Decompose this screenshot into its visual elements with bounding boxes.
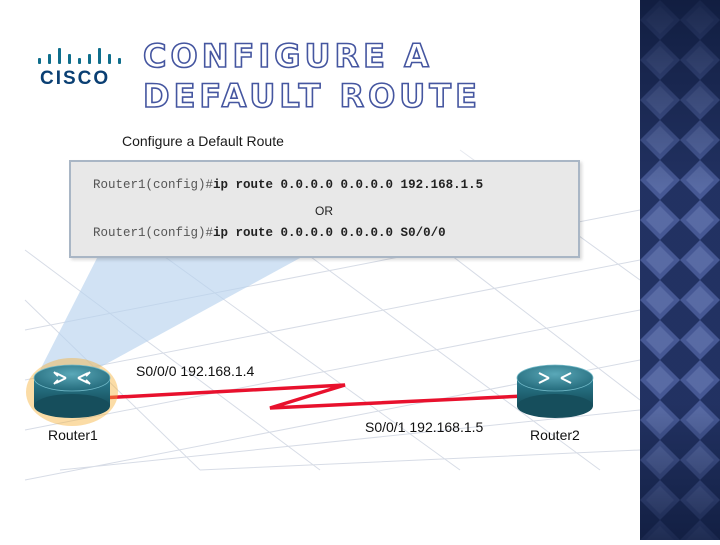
config-line-2: Router1(config)#ip route 0.0.0.0 0.0.0.0… [93, 226, 446, 240]
figure-heading: Configure a Default Route [122, 133, 284, 149]
router2-interface-label: S0/0/1 192.168.1.5 [365, 419, 484, 435]
cisco-wordmark: CISCO [40, 68, 111, 89]
cisco-logo-icon [38, 44, 124, 64]
config-command-1: ip route 0.0.0.0 0.0.0.0 192.168.1.5 [213, 178, 484, 192]
config-commands-box: Router1(config)#ip route 0.0.0.0 0.0.0.0… [69, 160, 580, 258]
serial-link [99, 383, 526, 410]
router1-interface-label: S0/0/0 192.168.1.4 [136, 363, 255, 379]
side-panel [640, 0, 720, 540]
perspective-grid [24, 149, 640, 481]
diamond-pattern [640, 0, 720, 540]
router1-icon[interactable] [26, 358, 118, 426]
config-prompt-2: Router1(config)# [93, 226, 214, 240]
router2-icon[interactable] [516, 364, 594, 418]
config-line-1: Router1(config)#ip route 0.0.0.0 0.0.0.0… [93, 178, 483, 192]
config-command-2: ip route 0.0.0.0 0.0.0.0 S0/0/0 [213, 226, 446, 240]
router1-label: Router1 [48, 427, 98, 443]
slide-title-line2: DEFAULT ROUTE [142, 76, 481, 116]
diagram-background [0, 110, 640, 481]
slide-title-line1: CONFIGURE A [142, 36, 433, 76]
router2-label: Router2 [530, 427, 580, 443]
projection-beam [40, 258, 300, 370]
slide-title: CONFIGURE A DEFAULT ROUTE [142, 36, 481, 116]
config-prompt-1: Router1(config)# [93, 178, 214, 192]
config-or-separator: OR [315, 204, 333, 218]
